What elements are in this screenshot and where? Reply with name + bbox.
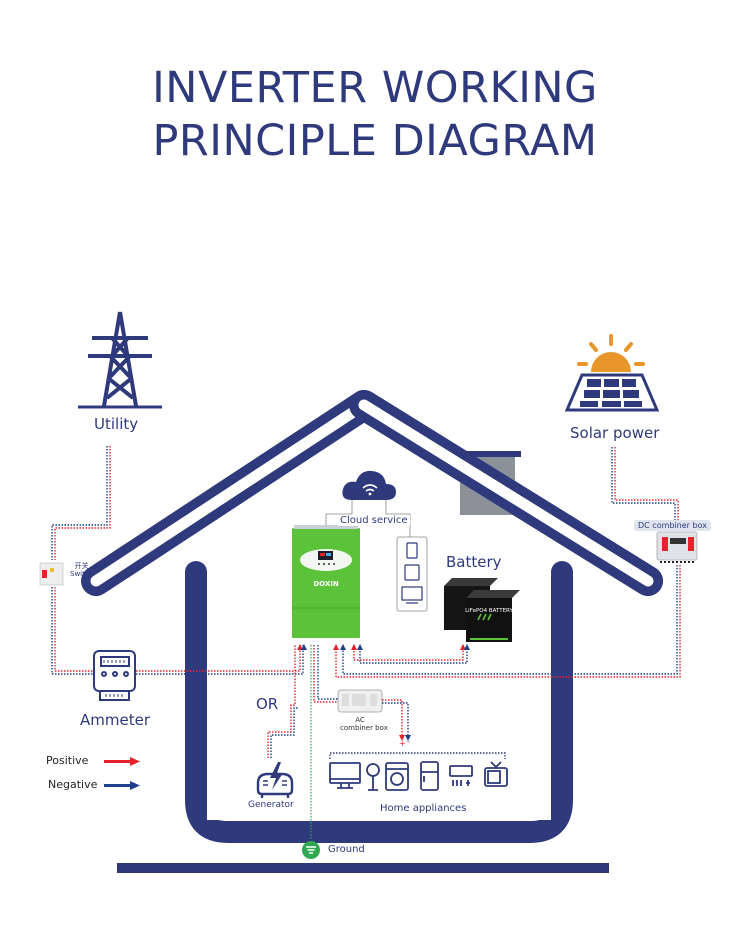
generator-label: Generator	[248, 800, 294, 810]
fan-icon	[366, 763, 380, 791]
computer-icon	[401, 586, 423, 601]
generator-icon	[256, 772, 294, 798]
ground-label: Ground	[328, 844, 365, 855]
ground-icon	[302, 841, 320, 859]
wiring	[51, 446, 681, 759]
devices-panel	[396, 536, 428, 612]
solar-label: Solar power	[570, 424, 660, 442]
inverter	[292, 525, 360, 638]
switch-label-en: Switch	[70, 570, 94, 578]
ground-bar	[117, 863, 609, 873]
dc-combiner-label: DC combiner box	[634, 520, 711, 531]
or-label: OR	[256, 695, 279, 713]
battery-pack	[444, 578, 520, 642]
legend-negative-label: Negative	[48, 778, 98, 791]
monitor-icon	[329, 762, 361, 789]
plus-sign: +	[399, 739, 406, 748]
chimney-cap	[455, 451, 521, 457]
lightning-icon	[270, 762, 283, 790]
utility-label: Utility	[94, 415, 139, 433]
solar-panel-icon	[564, 334, 660, 412]
smartphone-icon	[406, 542, 418, 559]
washing-machine-icon	[385, 762, 409, 791]
battery-brand: LiFePO4 BATTERY	[465, 608, 513, 614]
cloud-service-label: Cloud service	[338, 515, 410, 526]
cloud-wifi-icon	[342, 470, 396, 500]
switch-label: 开关 Switch	[70, 562, 93, 578]
refrigerator-icon	[420, 761, 439, 791]
dc-combiner-box	[656, 531, 698, 563]
ac-combiner-box	[337, 689, 383, 713]
utility-tower-icon	[78, 311, 162, 409]
terminal-arrows	[297, 644, 470, 741]
ammeter-label: Ammeter	[80, 711, 150, 729]
tv-icon	[484, 761, 508, 787]
title-line-2: PRINCIPLE DIAGRAM	[152, 116, 598, 166]
appliances	[329, 761, 508, 791]
minus-sign: -	[407, 737, 410, 746]
legend-arrows	[104, 757, 140, 790]
switch-breaker	[39, 562, 64, 586]
home-appliances-label: Home appliances	[380, 803, 467, 814]
tablet-icon	[404, 564, 420, 581]
switch-label-cn: 开关	[74, 562, 89, 570]
inverter-brand: DOXIN	[313, 580, 339, 588]
legend-positive-label: Positive	[46, 754, 89, 767]
ac-combiner-label: AC combiner box	[340, 716, 388, 732]
ammeter-icon	[93, 650, 136, 701]
air-conditioner-icon	[449, 765, 473, 786]
battery-label: Battery	[446, 553, 502, 571]
title-line-1: INVERTER WORKING	[152, 63, 598, 113]
